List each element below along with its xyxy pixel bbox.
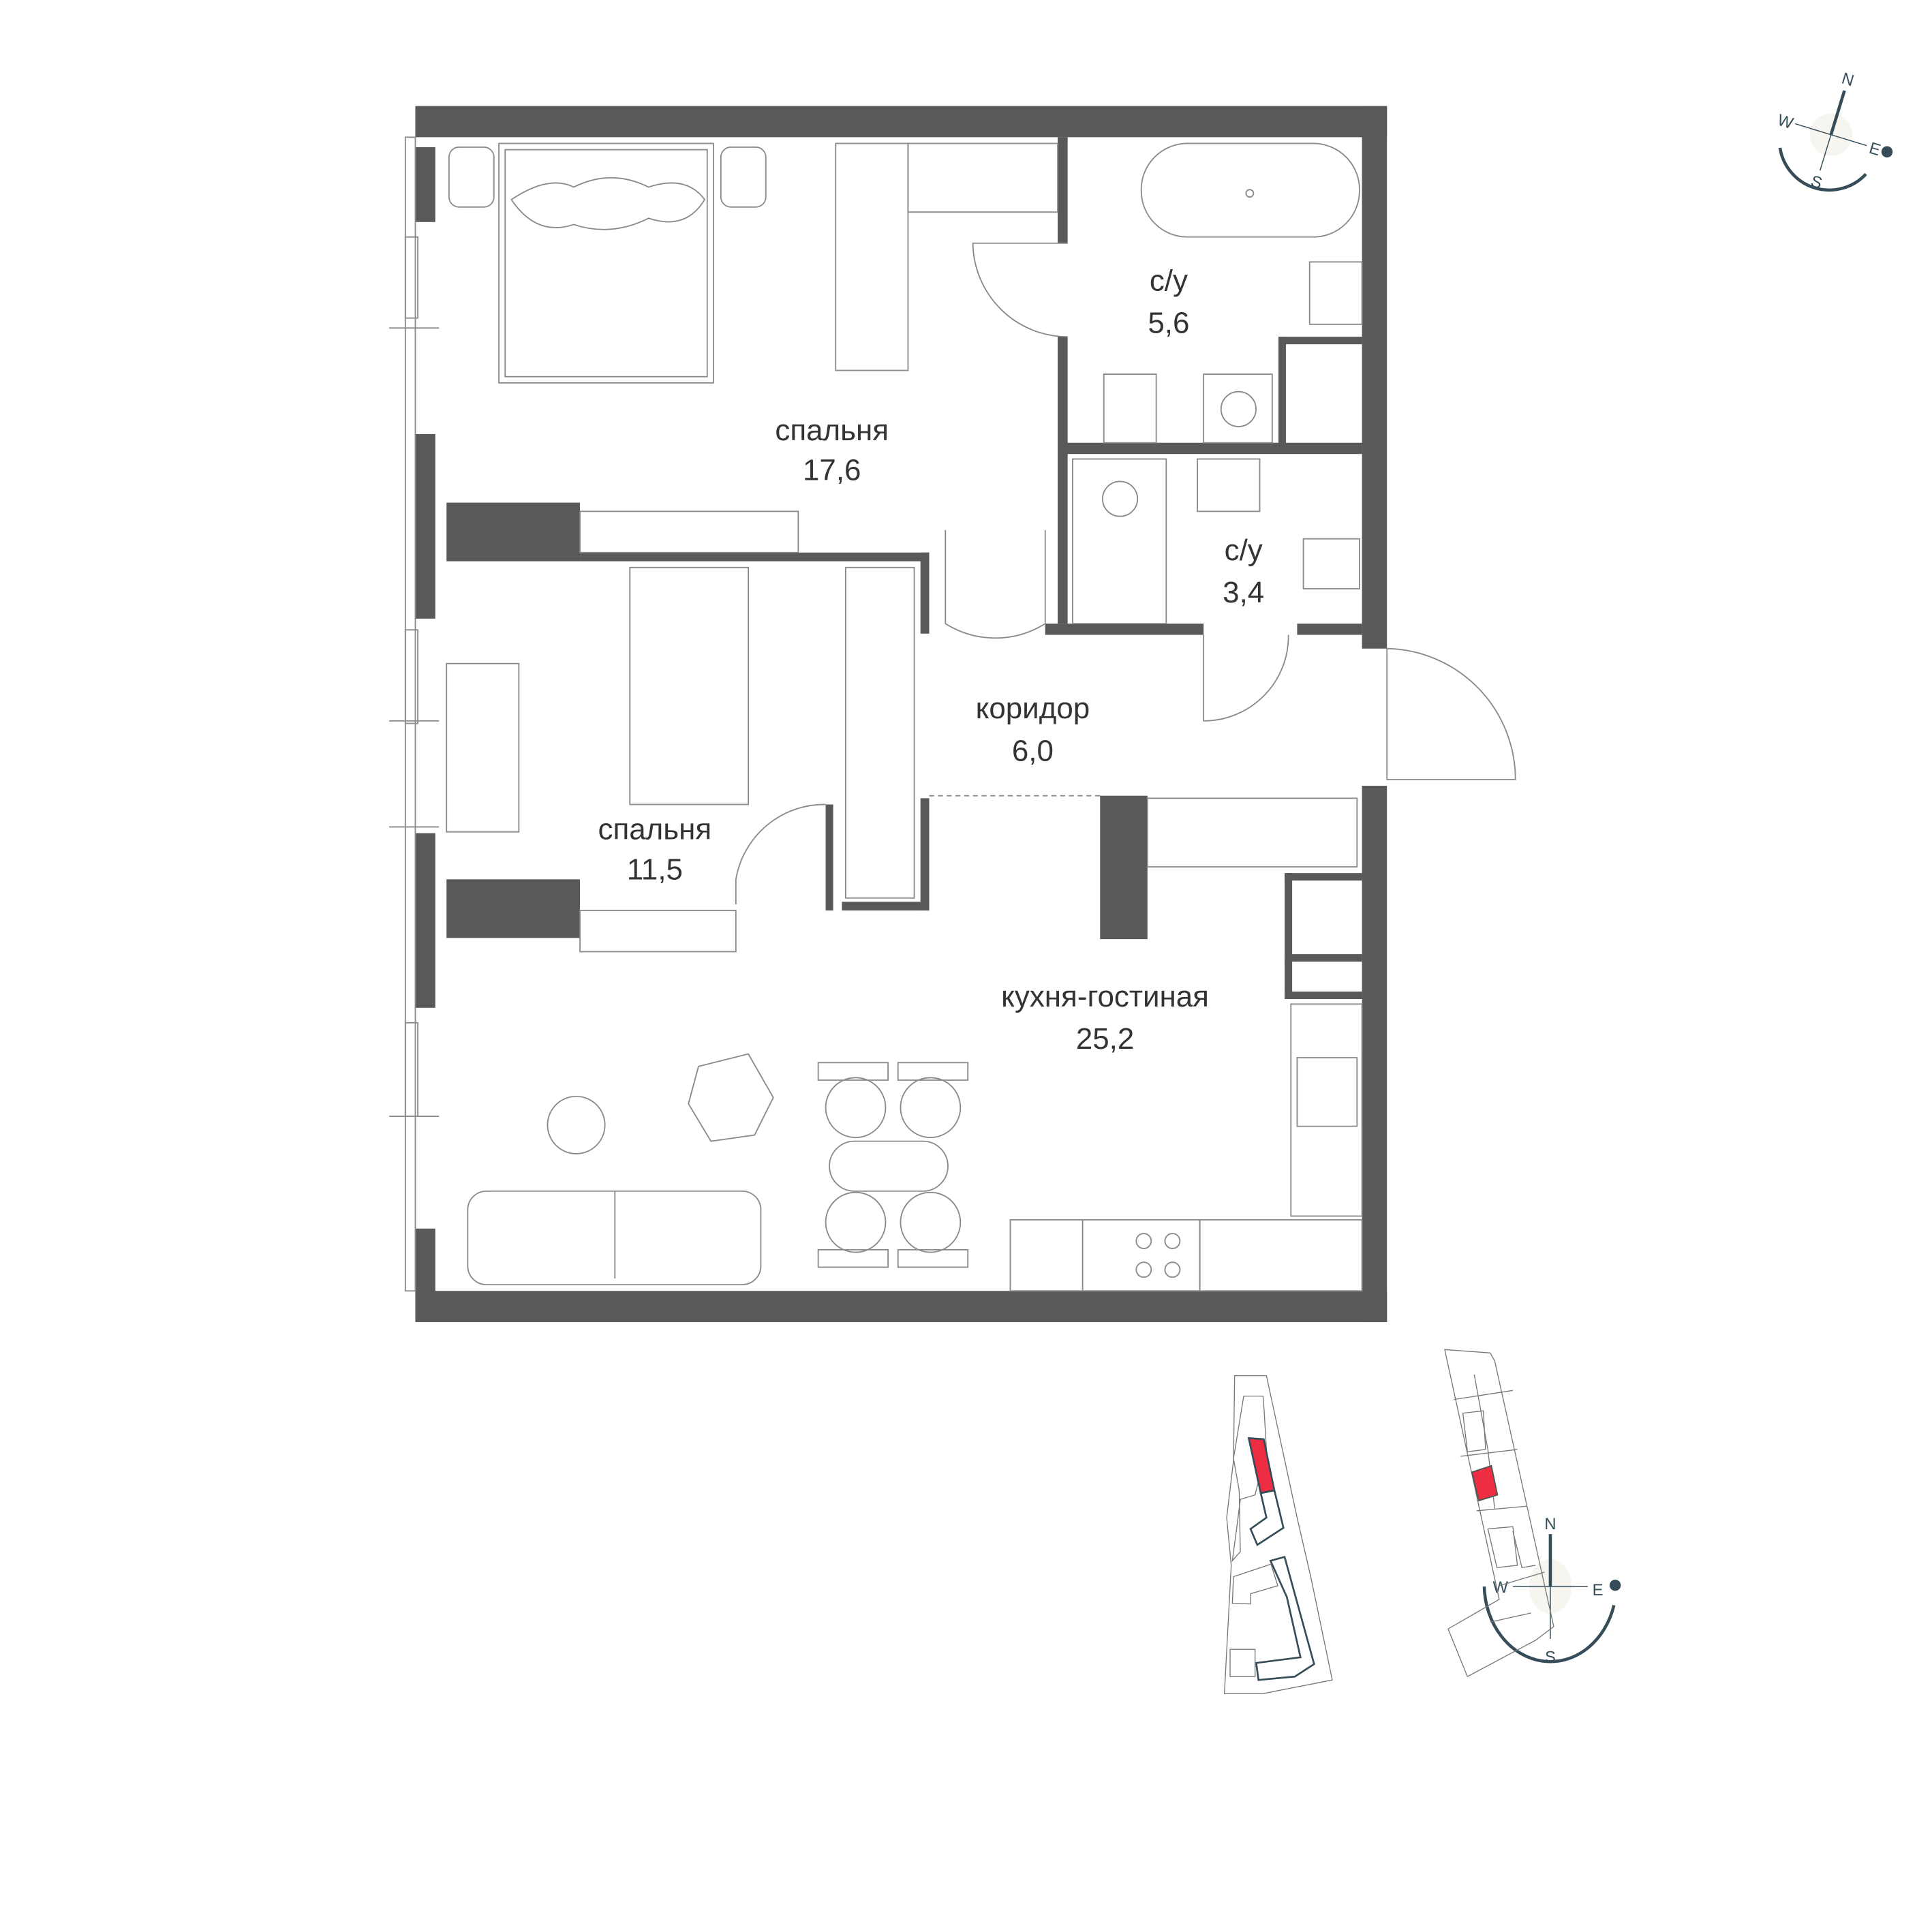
windows (389, 136, 440, 1292)
doors (735, 242, 1516, 904)
room-name: спальня (775, 414, 889, 447)
compass-south: S (1545, 1649, 1556, 1667)
room-area: 17,6 (803, 454, 861, 487)
room-labels: спальня 17,6 спальня 11,5 с/у 5,6 с/у 3,… (598, 264, 1265, 1056)
room-area: 11,5 (627, 853, 683, 886)
floor-location-plan (1444, 1349, 1554, 1678)
walls (415, 106, 1387, 1323)
room-name: коридор (976, 692, 1090, 725)
room-name: спальня (598, 813, 712, 846)
compass-south: S (1809, 172, 1824, 192)
compass-north: N (1544, 1515, 1556, 1533)
compass-north: N (1839, 70, 1856, 91)
compass-icon: N S E W (1482, 1515, 1621, 1667)
room-name: кухня-гостиная (1001, 980, 1209, 1013)
compass-icon: N S E W (1775, 70, 1893, 193)
compass-east: E (1867, 139, 1882, 159)
room-name: с/у (1150, 264, 1188, 297)
room-area: 25,2 (1076, 1022, 1134, 1056)
room-name: с/у (1225, 534, 1263, 567)
furniture (446, 142, 1363, 1292)
room-area: 5,6 (1148, 307, 1189, 340)
site-plan-overview (1223, 1375, 1333, 1694)
compass-east: E (1593, 1581, 1604, 1599)
compass-west: W (1775, 111, 1796, 134)
room-area: 3,4 (1223, 576, 1264, 609)
room-area: 6,0 (1012, 734, 1054, 767)
compass-west: W (1493, 1578, 1509, 1597)
